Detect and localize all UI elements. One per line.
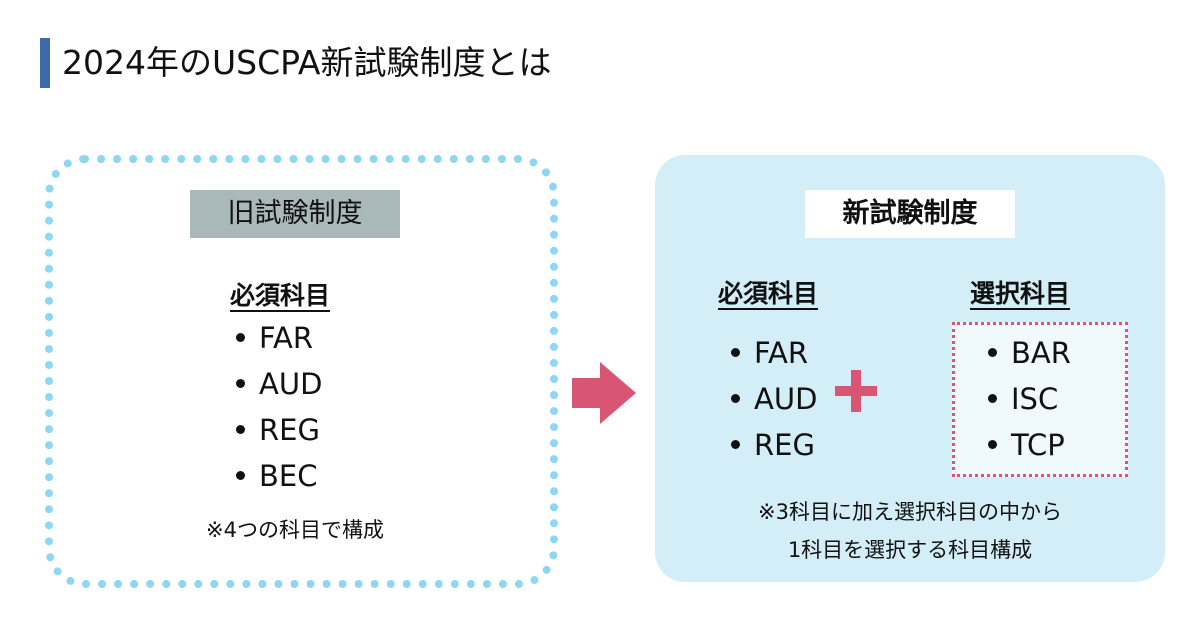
old-system-label: 旧試験制度	[190, 190, 400, 238]
list-item: FAR	[731, 330, 817, 376]
subject-label: AUD	[754, 382, 818, 416]
bullet-icon	[236, 470, 245, 480]
new-required-list: FAR AUD REG	[731, 330, 817, 468]
bullet-icon	[988, 393, 997, 403]
bullet-icon	[988, 347, 997, 357]
elective-subjects-box	[952, 322, 1128, 477]
subject-label: TCP	[1011, 428, 1065, 462]
bullet-icon	[731, 393, 740, 403]
old-system-panel	[45, 155, 558, 588]
subject-label: AUD	[259, 367, 323, 401]
elective-heading: 選択科目	[970, 279, 1071, 308]
subject-label: BAR	[1011, 336, 1071, 370]
bullet-icon	[988, 439, 997, 449]
new-system-label: 新試験制度	[805, 190, 1015, 238]
bullet-icon	[731, 439, 740, 449]
bullet-icon	[731, 347, 740, 357]
list-item: REG	[731, 422, 817, 468]
old-required-heading: 必須科目	[230, 281, 331, 310]
list-item: TCP	[988, 422, 1071, 468]
subject-label: REG	[259, 413, 320, 447]
list-item: AUD	[731, 376, 817, 422]
subject-label: FAR	[754, 336, 809, 370]
list-item: FAR	[236, 315, 322, 361]
new-system-note-line-1: ※3科目に加え選択科目の中から	[758, 500, 1062, 524]
new-required-heading: 必須科目	[718, 279, 819, 308]
old-required-list: FAR AUD REG BEC	[236, 315, 322, 499]
page-title: 2024年のUSCPA新試験制度とは	[62, 43, 552, 82]
list-item: AUD	[236, 361, 322, 407]
arrow-right-icon	[572, 362, 636, 424]
list-item: REG	[236, 407, 322, 453]
title-accent-bar	[40, 38, 50, 88]
old-system-note: ※4つの科目で構成	[206, 518, 384, 542]
elective-list: BAR ISC TCP	[988, 330, 1071, 468]
subject-label: ISC	[1011, 382, 1059, 416]
list-item: BEC	[236, 453, 322, 499]
bullet-icon	[236, 378, 245, 388]
subject-label: BEC	[259, 459, 318, 493]
list-item: ISC	[988, 376, 1071, 422]
bullet-icon	[236, 424, 245, 434]
subject-label: REG	[754, 428, 815, 462]
bullet-icon	[236, 332, 245, 342]
list-item: BAR	[988, 330, 1071, 376]
plus-icon	[835, 370, 877, 412]
subject-label: FAR	[259, 321, 314, 355]
new-system-note-line-2: 1科目を選択する科目構成	[787, 538, 1033, 562]
